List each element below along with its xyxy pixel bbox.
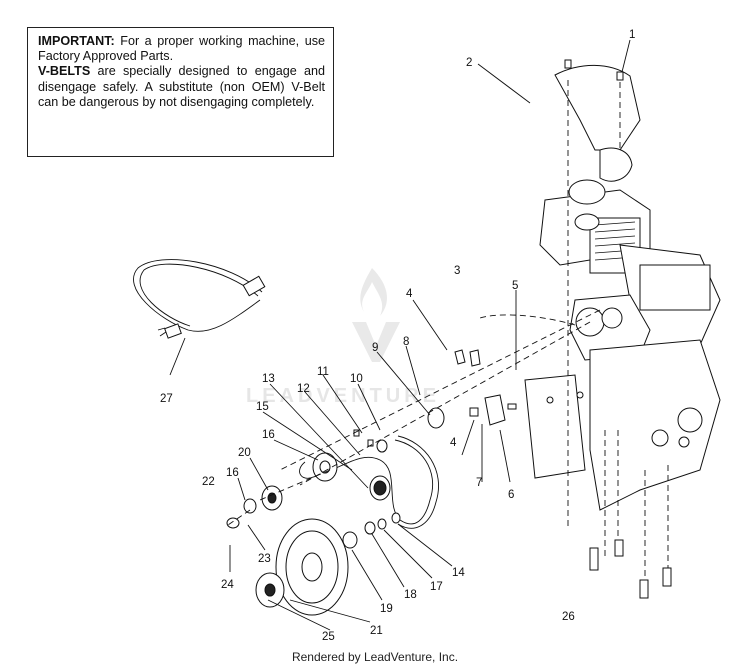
- callout-18: 18: [404, 589, 417, 601]
- callout-24: 24: [221, 579, 234, 591]
- callout-leader-lines: [169, 39, 631, 631]
- callout-25: 25: [322, 631, 335, 643]
- important-text: For a proper working machine, use Factor…: [38, 34, 325, 64]
- callout-10: 10: [350, 373, 363, 385]
- engine-assembly: [524, 59, 721, 599]
- important-label: IMPORTANT:: [38, 34, 115, 48]
- callout-4-lower: 4: [450, 437, 457, 449]
- callout-4-upper: 4: [406, 288, 413, 300]
- callout-3: 3: [454, 265, 460, 277]
- callout-2: 2: [466, 57, 472, 69]
- vbelts-text: are specially designed to engage and dis…: [38, 64, 325, 109]
- callout-16-lower: 16: [226, 467, 239, 479]
- important-notice-box: IMPORTANT: For a proper working machine,…: [27, 27, 334, 157]
- callout-1: 1: [629, 29, 635, 41]
- callout-16-upper: 16: [262, 429, 275, 441]
- callout-numbers: 1 2 3 4 5 8 9 10 11 12 13 15 16 20 22 16…: [160, 29, 635, 643]
- callout-8: 8: [403, 336, 409, 348]
- callout-21: 21: [370, 625, 383, 637]
- callout-22: 22: [202, 476, 215, 488]
- leadventure-watermark-logo: LEADVENTURE: [246, 268, 440, 407]
- callout-23: 23: [258, 553, 271, 565]
- extension-cord: [133, 259, 266, 339]
- callout-13: 13: [262, 373, 275, 385]
- callout-26: 26: [562, 611, 575, 623]
- callout-7: 7: [476, 477, 482, 489]
- callout-19: 19: [380, 603, 393, 615]
- callout-17: 17: [430, 581, 443, 593]
- drive-belt-assembly: [226, 309, 601, 616]
- callout-20: 20: [238, 447, 251, 459]
- render-credit-footer: Rendered by LeadVenture, Inc.: [291, 650, 459, 664]
- vbelts-label: V-BELTS: [38, 64, 91, 79]
- callout-15: 15: [256, 401, 269, 413]
- callout-14: 14: [452, 567, 465, 579]
- callout-9: 9: [372, 342, 378, 354]
- callout-12: 12: [297, 383, 310, 395]
- important-notice-text: IMPORTANT: For a proper working machine,…: [38, 34, 325, 64]
- vbelts-notice-text: V-BELTS are specially designed to engage…: [38, 64, 325, 110]
- watermark-text: LEADVENTURE: [246, 385, 440, 407]
- callout-5: 5: [512, 280, 518, 292]
- callout-11: 11: [317, 366, 329, 378]
- callout-6: 6: [508, 489, 514, 501]
- callout-27: 27: [160, 393, 173, 405]
